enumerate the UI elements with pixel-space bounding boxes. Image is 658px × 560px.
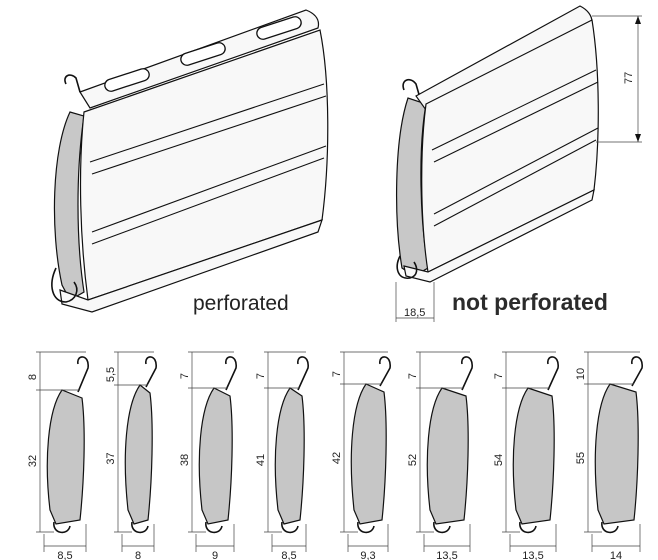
body-dimension-label: 37 (105, 452, 117, 464)
top-hook (297, 356, 309, 391)
top-hook (379, 356, 391, 387)
top-hook (547, 356, 559, 391)
top-dimension-label: 7 (493, 373, 505, 379)
width-dimension-label: 8,5 (57, 550, 72, 560)
profile-body (124, 384, 153, 525)
profile-body (426, 387, 469, 525)
body-dimension-label: 41 (255, 454, 267, 466)
width-dimension-line (423, 524, 471, 552)
body-dimension-label: 32 (27, 455, 39, 467)
top-dimension-label: 5,5 (105, 367, 117, 382)
width-dimension-line (347, 524, 389, 552)
width-dimension-line (509, 524, 557, 552)
bottom-hook (519, 521, 537, 534)
extension-lines (584, 351, 640, 533)
profile-body (594, 383, 639, 525)
top-hook (77, 356, 89, 393)
body-dimension-label: 55 (575, 452, 587, 464)
top-hook (461, 356, 473, 391)
body-dimension-label: 38 (179, 454, 191, 466)
top-dimension-label: 7 (331, 371, 343, 377)
width-dimension-line (591, 524, 641, 552)
height-dimension-77: 77 (623, 72, 635, 84)
width-dimension-label: 13,5 (436, 550, 457, 560)
width-dimension-18-5: 18,5 (404, 307, 425, 319)
body-dimension-label: 52 (407, 454, 419, 466)
bottom-hook (53, 521, 71, 534)
width-dimension-label: 8 (135, 550, 141, 560)
body-dimension-label: 54 (493, 454, 505, 466)
profile-body (198, 387, 233, 525)
extension-lines (36, 351, 86, 533)
width-dimension-label: 9,3 (360, 550, 375, 560)
width-dimension-label: 13,5 (522, 550, 543, 560)
profile-1: 8 32 8,5 (27, 351, 89, 560)
width-dimension-line (195, 524, 235, 552)
bottom-hook (357, 521, 375, 534)
profile-body (350, 383, 387, 525)
extension-lines (114, 351, 154, 533)
extension-lines (264, 351, 306, 533)
top-hook (225, 356, 237, 391)
profile-3: 7 38 9 (179, 351, 237, 560)
width-dimension-label: 9 (212, 550, 218, 560)
bottom-hook (131, 521, 149, 534)
top-dimension-label: 10 (575, 368, 587, 380)
bottom-hook (281, 521, 299, 534)
width-dimension-label: 8,5 (281, 550, 296, 560)
top-dimension-label: 8 (27, 374, 39, 380)
extension-lines (188, 351, 234, 533)
profile-6: 7 52 13,5 (407, 351, 473, 560)
not-perforated-slat (395, 5, 642, 322)
bottom-hook (205, 521, 223, 534)
bottom-hook (601, 521, 619, 534)
top-dimension-label: 7 (179, 373, 191, 379)
top-dimension-label: 7 (407, 373, 419, 379)
perforated-label: perforated (193, 292, 289, 315)
extension-lines (340, 351, 388, 533)
profile-2: 5,5 37 8 (105, 351, 157, 560)
width-dimension-line (271, 524, 307, 552)
body-dimension-label: 42 (331, 452, 343, 464)
profile-body (46, 389, 85, 525)
profile-body (512, 387, 555, 525)
profile-4: 7 41 8,5 (255, 351, 309, 560)
profile-7: 7 54 13,5 (493, 351, 559, 560)
profile-sections: 8 32 8,5 5,5 37 8 7 38 9 7 41 8,5 7 42 9,3 7 52 13,5 7 54 13… (27, 351, 643, 560)
profile-body (274, 387, 305, 525)
extension-lines (502, 351, 556, 533)
extension-lines (416, 351, 470, 533)
top-hook (631, 356, 643, 387)
width-dimension-label: 14 (610, 550, 622, 560)
top-dimension-label: 7 (255, 373, 267, 379)
profile-8: 10 55 14 (575, 351, 643, 560)
width-dimension-line (121, 524, 155, 552)
profile-5: 7 42 9,3 (331, 351, 391, 560)
top-hook (145, 356, 157, 388)
perforated-slat (51, 9, 329, 313)
width-dimension-line (43, 524, 87, 552)
not-perforated-label: not perforated (452, 289, 608, 315)
bottom-hook (433, 521, 451, 534)
